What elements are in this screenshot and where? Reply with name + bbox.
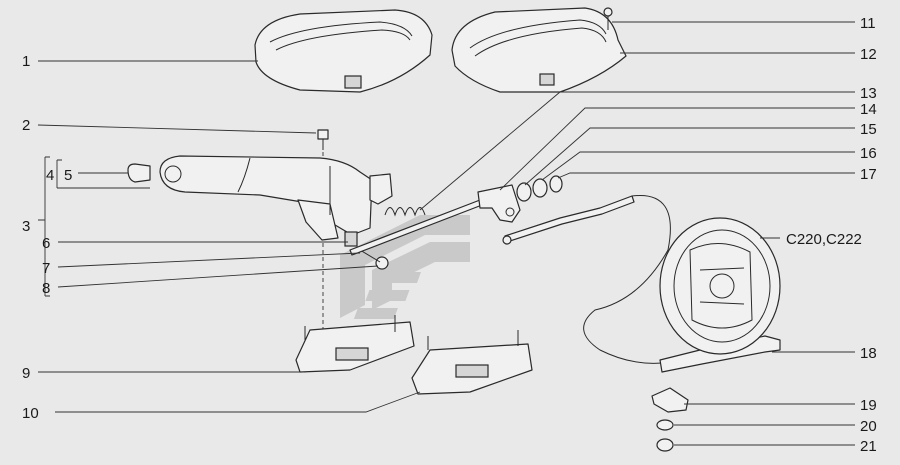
leader-lines [37, 21, 855, 446]
washer-part-15 [516, 182, 532, 202]
callout-model-c220-c222: C220,C222 [786, 231, 862, 248]
equalizer-part-14 [477, 184, 521, 223]
callout-15: 15 [860, 121, 877, 138]
callout-12: 12 [860, 46, 877, 63]
washer-part-20 [656, 419, 674, 431]
callout-7: 7 [42, 260, 50, 277]
lever-cover-part-12 [451, 7, 627, 93]
callout-9: 9 [22, 365, 30, 382]
nut-part-16 [532, 178, 548, 198]
callout-18: 18 [860, 345, 877, 362]
callout-13: 13 [860, 85, 877, 102]
callout-21: 21 [860, 438, 877, 455]
callout-11: 11 [860, 15, 876, 32]
callout-19: 19 [860, 397, 877, 414]
screw-part-11 [603, 7, 613, 30]
callout-4: 4 [46, 167, 54, 184]
brake-cable [502, 194, 681, 364]
callout-1: 1 [22, 53, 30, 70]
callout-5: 5 [64, 167, 72, 184]
bolt-part-2 [317, 129, 329, 150]
callout-20: 20 [860, 418, 877, 435]
callout-2: 2 [22, 117, 30, 134]
drum-brake-assembly [659, 217, 781, 355]
lever-cover-part-1 [254, 9, 433, 93]
callout-10: 10 [22, 405, 39, 422]
nut-part-21 [656, 438, 674, 452]
mounting-bracket-part-10 [411, 330, 533, 395]
locknut-part-17 [549, 175, 563, 193]
callout-6: 6 [42, 235, 50, 252]
callout-3: 3 [22, 218, 30, 235]
bracket-part-19 [651, 387, 689, 413]
callout-17: 17 [860, 166, 877, 183]
callout-8: 8 [42, 280, 50, 297]
callout-16: 16 [860, 145, 877, 162]
release-button-part-5 [127, 163, 151, 183]
callout-labels: 1 2 3 4 5 6 7 8 9 10 11 12 13 14 15 16 1… [22, 15, 877, 455]
hand-brake-lever-assembly [159, 155, 393, 270]
callout-14: 14 [860, 101, 877, 118]
mounting-bracket-part-9 [295, 315, 415, 373]
